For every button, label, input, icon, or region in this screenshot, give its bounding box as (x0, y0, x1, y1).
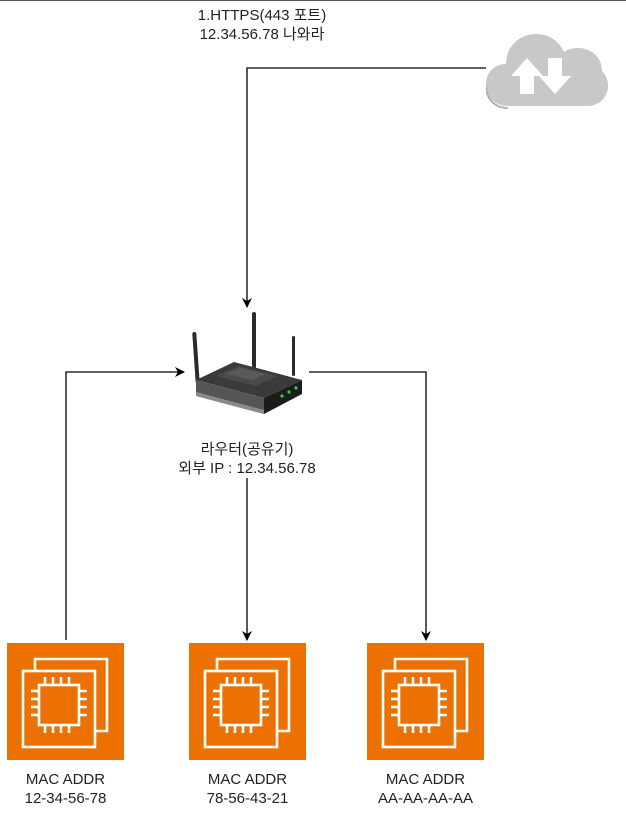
wire-host1-to-router (65, 367, 185, 640)
router-name: 라우터(공유기) (200, 441, 294, 458)
wire-router-to-host3 (309, 371, 431, 641)
host-mac-caption: MAC ADDR (385, 771, 466, 788)
request-label: 1.HTTPS(443 포트) 12.34.56.78 나와라 (162, 6, 362, 44)
ec2-instance-icon (367, 643, 484, 760)
host-label-3: MAC ADDR AA-AA-AA-AA (360, 770, 491, 808)
host-mac-address: 12-34-56-78 (24, 790, 107, 807)
cloud-upload-download-icon (486, 34, 608, 109)
host-mac-address: AA-AA-AA-AA (377, 790, 474, 807)
ec2-instance-icon (189, 643, 306, 760)
wifi-router-icon (192, 312, 302, 414)
host-mac-caption: MAC ADDR (25, 771, 106, 788)
host-label-2: MAC ADDR 78-56-43-21 (182, 770, 313, 808)
host-mac-caption: MAC ADDR (207, 771, 288, 788)
request-target: 12.34.56.78 나와라 (199, 26, 325, 43)
request-protocol: 1.HTTPS(443 포트) (197, 7, 327, 24)
top-border (0, 0, 626, 1)
router-label: 라우터(공유기) 외부 IP : 12.34.56.78 (147, 440, 347, 478)
host-mac-address: 78-56-43-21 (206, 790, 289, 807)
ec2-instance-icon (7, 643, 124, 760)
router-external-ip: 외부 IP : 12.34.56.78 (178, 460, 316, 477)
host-label-1: MAC ADDR 12-34-56-78 (0, 770, 131, 808)
wire-cloud-to-router (242, 67, 486, 308)
